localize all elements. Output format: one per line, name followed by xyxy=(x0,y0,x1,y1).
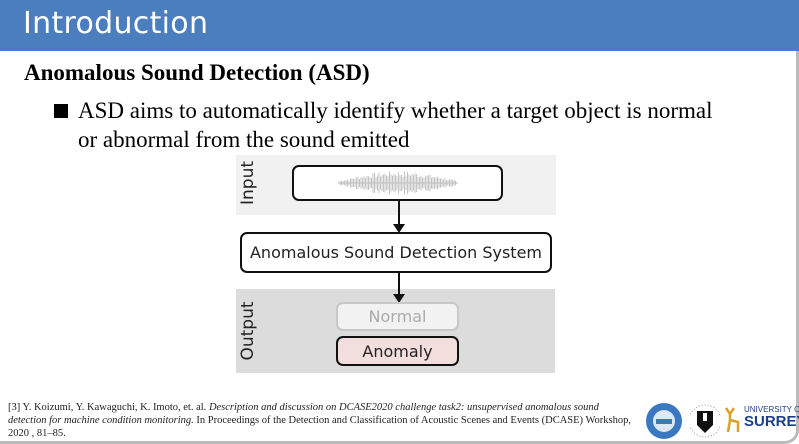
slide-title: Introduction xyxy=(23,6,209,41)
surrey-logo-top: UNIVERSITY OF xyxy=(744,405,799,414)
college-crest-logo xyxy=(690,404,720,438)
asd-system-box: Anomalous Sound Detection System xyxy=(240,232,552,273)
university-seal-logo xyxy=(646,403,682,439)
bullet-text: ASD aims to automatically identify wheth… xyxy=(78,98,713,152)
ref-venue: In Proceedings of the Detection and Clas… xyxy=(8,415,632,439)
normal-box: Normal xyxy=(336,302,459,331)
input-label: Input xyxy=(238,160,258,205)
ref-authors: [3] Y. Koizumi, Y. Kawaguchi, K. Imoto, … xyxy=(8,402,209,413)
arrow-down-icon xyxy=(393,273,405,303)
surrey-logo: UNIVERSITY OF SURREY xyxy=(744,405,799,430)
arrow-down-icon xyxy=(393,201,405,233)
bullet-square-icon xyxy=(54,104,68,118)
section-heading: Anomalous Sound Detection (ASD) xyxy=(24,60,370,85)
output-label: Output xyxy=(238,301,258,361)
slide-header: Introduction xyxy=(0,0,799,51)
waveform-icon xyxy=(337,171,458,195)
surrey-stag-icon xyxy=(724,407,740,433)
reference-citation: [3] Y. Koizumi, Y. Kawaguchi, K. Imoto, … xyxy=(8,401,636,440)
surrey-logo-bottom: SURREY xyxy=(744,413,799,430)
waveform-box xyxy=(292,165,503,201)
anomaly-box: Anomaly xyxy=(336,336,459,366)
ref-title: Description and discussion on DCASE2020 … xyxy=(8,402,599,426)
